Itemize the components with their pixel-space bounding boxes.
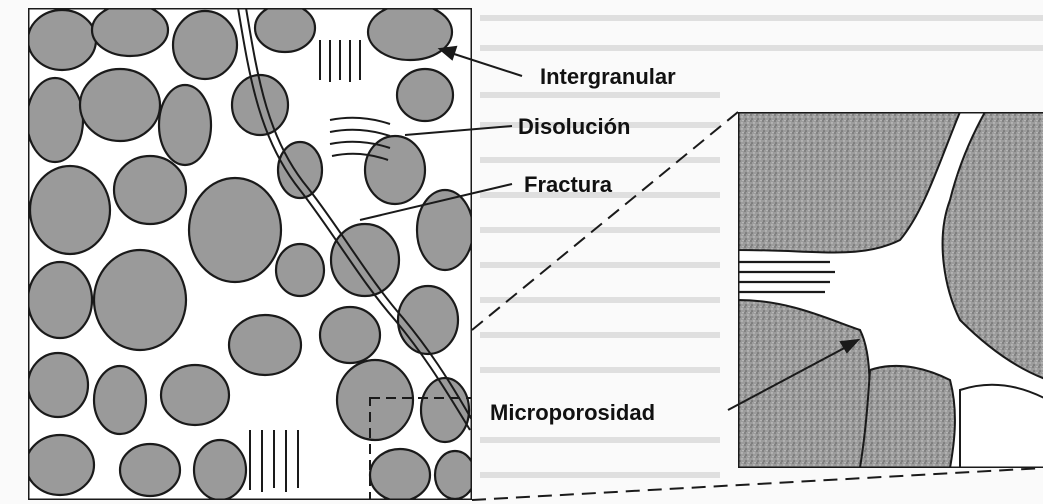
grain bbox=[417, 190, 473, 270]
label-fractura: Fractura bbox=[524, 172, 613, 197]
left-panel bbox=[26, 4, 475, 501]
grain bbox=[435, 451, 475, 499]
grain bbox=[28, 353, 88, 417]
grain bbox=[94, 366, 146, 434]
grain bbox=[94, 250, 186, 350]
grain bbox=[120, 444, 180, 496]
grain bbox=[368, 4, 452, 60]
grain bbox=[28, 262, 92, 338]
grain bbox=[189, 178, 281, 282]
grain bbox=[80, 69, 160, 141]
grain bbox=[337, 360, 413, 440]
grain bbox=[27, 78, 83, 162]
label-intergranular: Intergranular bbox=[540, 64, 676, 89]
grain bbox=[28, 10, 96, 70]
grain bbox=[255, 4, 315, 52]
grain bbox=[229, 315, 301, 375]
grain bbox=[161, 365, 229, 425]
grain bbox=[398, 286, 458, 354]
grain bbox=[114, 156, 186, 224]
grain bbox=[276, 244, 324, 296]
grain bbox=[26, 435, 94, 495]
right-panel bbox=[738, 112, 1043, 468]
grain bbox=[30, 166, 110, 254]
grain bbox=[92, 4, 168, 56]
grain bbox=[397, 69, 453, 121]
label-disolucion: Disolución bbox=[518, 114, 630, 139]
grain bbox=[194, 440, 246, 500]
grain bbox=[159, 85, 211, 165]
grain bbox=[370, 449, 430, 501]
label-microporosidad: Microporosidad bbox=[490, 400, 655, 425]
grain bbox=[173, 11, 237, 79]
grain bbox=[320, 307, 380, 363]
grain bbox=[365, 136, 425, 204]
